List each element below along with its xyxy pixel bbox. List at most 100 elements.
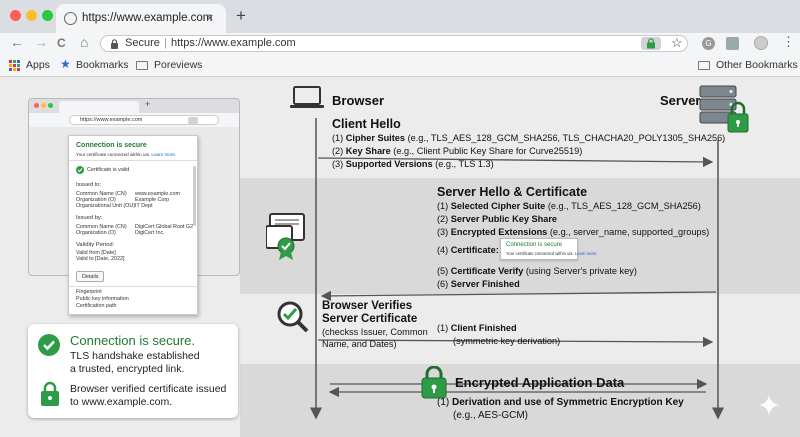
popup-issued-to-label-2: Organization (O) [76, 197, 116, 203]
star-bookmark-icon: ★ [60, 57, 71, 71]
mini-toolbar: https://www.example.com [29, 113, 239, 127]
folder-icon [136, 61, 148, 70]
cert-box-sub: Your certificate connected within uis. L… [506, 251, 598, 256]
tab-bar: https://www.example.com × + [0, 0, 800, 33]
card-line-4: to www.example.com. [70, 396, 173, 408]
encrypted-lock-icon [421, 366, 447, 399]
certificate-mini-popup: Connection is secure Your certificate co… [500, 238, 597, 260]
popup-issued-to-value-1: www.example.com [135, 191, 180, 197]
mini-max-dot [48, 103, 53, 108]
apps-grid-icon [9, 60, 20, 71]
client-hello-item-3: (3) Supported Versions (e.g., TLS 1.3) [332, 159, 494, 169]
green-lock-icon [647, 38, 655, 49]
popup-title: Connection is secure [76, 142, 147, 149]
encrypted-desc: (e.g., AES-GCM) [453, 410, 529, 421]
popup-valid: Certificate is valid [87, 167, 130, 173]
card-line-2: a trusted, encrypted link. [70, 363, 185, 375]
popup-issued-to-value-3: IT Dept [135, 203, 153, 209]
popup-public-key[interactable]: Public key information [76, 296, 129, 302]
close-tab-icon[interactable]: × [206, 10, 214, 25]
menu-icon[interactable]: ⋮ [782, 34, 795, 49]
lock-icon [111, 39, 118, 49]
client-finished-desc: (symmetric key derivation) [453, 336, 561, 346]
mini-close-dot [34, 103, 39, 108]
mini-url: https://www.example.com [80, 117, 143, 123]
lock-badge[interactable] [641, 37, 661, 50]
extension-image-icon[interactable] [726, 37, 739, 50]
bookmark-bookmarks[interactable]: Bookmarks [76, 59, 129, 71]
server-hello-item-1: (1) Selected Cipher Suite (e.g., TLS_AES… [437, 201, 701, 211]
magnifier-check-icon [277, 301, 309, 333]
client-hello-title: Client Hello [332, 117, 401, 131]
popup-issued-by-label-1: Common Name (CN) [76, 224, 127, 230]
popup-issued-to-label-1: Common Name (CN) [76, 191, 127, 197]
card-line-3: Browser verified certificate issued [70, 383, 227, 395]
popup-learn-more[interactable]: Learn more. [151, 152, 177, 157]
home-button[interactable]: ⌂ [80, 34, 89, 50]
popup-details-button[interactable]: Details [76, 271, 104, 282]
mini-new-tab: + [145, 99, 151, 109]
popup-issued-by-heading: Issued by: [76, 215, 103, 221]
popup-scrollbar[interactable] [193, 166, 196, 226]
globe-icon [64, 12, 77, 25]
new-tab-button[interactable]: + [236, 6, 246, 25]
secure-label: Secure [125, 37, 160, 49]
encrypted-title: Encrypted Application Data [455, 375, 625, 390]
popup-validity-heading: Validity Period: [76, 242, 115, 248]
bookmark-poreviews[interactable]: Poreviews [154, 59, 203, 71]
extension-g-icon[interactable]: G [702, 37, 715, 50]
server-hello-item-3: (3) Encrypted Extensions (e.g., server_n… [437, 227, 710, 237]
popup-valid-from: Valid from [Date] [76, 250, 116, 256]
star-icon[interactable]: ☆ [671, 35, 683, 50]
popup-issued-to-value-2: Example Corp [135, 197, 170, 203]
close-window-button[interactable] [10, 10, 21, 21]
browser-tab[interactable]: https://www.example.com × [56, 4, 226, 33]
check-circle-icon [76, 166, 84, 174]
minimize-window-button[interactable] [26, 10, 37, 21]
reload-button[interactable]: C [57, 36, 66, 50]
maximize-window-button[interactable] [42, 10, 53, 21]
mini-lock-badge [188, 117, 198, 124]
popup-divider [69, 160, 197, 161]
bookmark-other[interactable]: Other Bookmarks [716, 59, 798, 71]
encrypted-item: (1) Derivation and use of Symmetric Encr… [437, 397, 684, 408]
popup-issued-to-label-3: Organizational Unit (OU) [76, 203, 136, 209]
sparkle-icon [758, 394, 780, 416]
address-bar[interactable]: Secure | https://www.example.com ☆ [100, 35, 688, 52]
verify-title-1: Browser Verifies [322, 300, 413, 312]
profile-avatar[interactable] [754, 36, 768, 50]
verify-desc-1: (checkss Issuer, Common [322, 327, 428, 337]
folder-icon [698, 61, 710, 70]
tab-title: https://www.example.com [82, 12, 213, 24]
browser-label: Browser [332, 93, 385, 108]
popup-fingerprint[interactable]: Fingerprint [76, 289, 102, 295]
popup-issued-by-value-2: DigiCert Inc. [135, 230, 165, 236]
popup-valid-to: Valid to [Date, 2022] [76, 256, 125, 262]
popup-cert-path[interactable]: Certification path [76, 303, 117, 309]
certificate-popup: Connection is secure Your certificate co… [68, 135, 198, 315]
separator: | [164, 37, 167, 49]
bookmarks-bar: Apps ★ Bookmarks Poreviews Other Bookmar… [0, 55, 800, 77]
connection-secure-card: Connection is secure. TLS handshake esta… [28, 324, 238, 418]
popup-details-label: Details [82, 274, 99, 280]
server-lock-icon [699, 85, 749, 133]
bookmark-apps[interactable]: Apps [26, 59, 50, 71]
url-text: https://www.example.com [171, 37, 296, 49]
check-circle-icon [38, 334, 60, 356]
popup-issued-by-value-1: DigiCert Global Root G2 [135, 224, 194, 230]
server-hello-title: Server Hello & Certificate [437, 185, 588, 199]
server-hello-item-5: (5) Certificate Verify (using Server's p… [437, 266, 637, 276]
back-button[interactable]: ← [10, 34, 24, 50]
popup-divider [69, 286, 197, 287]
verify-title-2: Server Certificate [322, 313, 418, 325]
card-line-1: TLS handshake established [70, 350, 200, 362]
laptop-icon [290, 86, 324, 108]
mini-tab-bar: + [29, 99, 239, 113]
server-hello-item-6: (6) Server Finished [437, 279, 520, 289]
forward-button[interactable]: → [34, 34, 48, 50]
client-hello-item-1: (1) Cipher Suites (e.g., TLS_AES_128_GCM… [332, 133, 726, 143]
encrypted-band [240, 364, 800, 437]
server-hello-band [240, 178, 800, 294]
server-label: Server [660, 93, 701, 108]
